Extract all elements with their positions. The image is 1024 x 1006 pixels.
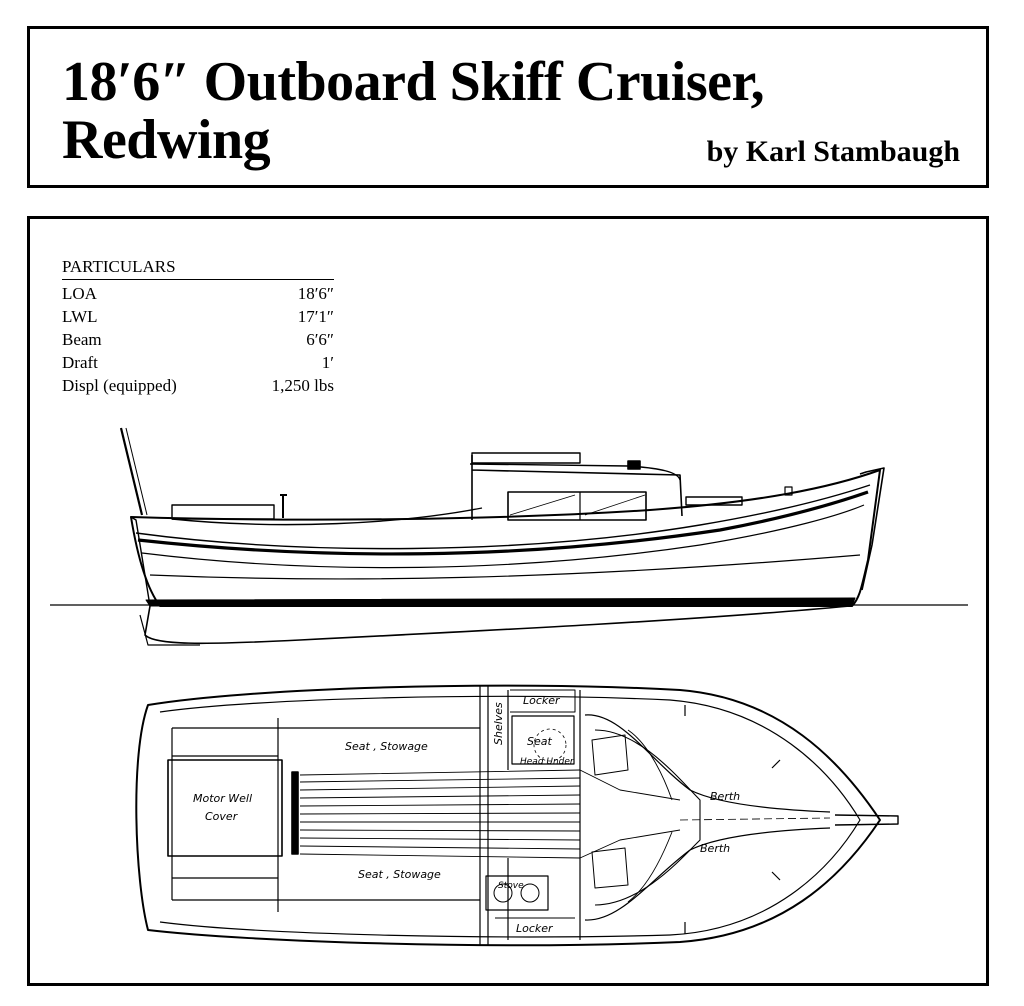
cockpit-sole <box>299 769 681 859</box>
page-title: 18′6″ Outboard Skiff Cruiser, Redwing <box>62 51 765 171</box>
particulars-value: 1′ <box>321 353 334 372</box>
profile-view <box>50 427 968 646</box>
particulars-label: Draft <box>62 353 98 372</box>
particulars-label: Displ (equipped) <box>62 376 177 395</box>
rub-rail <box>137 490 869 556</box>
plan-view <box>135 684 899 947</box>
label-seat-head: Seat <box>527 735 552 748</box>
title-box: 18′6″ Outboard Skiff Cruiser, Redwing by… <box>27 26 989 188</box>
motor-tiller <box>119 427 144 516</box>
label-seat-bottom: Seat , Stowage <box>358 868 441 881</box>
cabin-window <box>507 491 647 521</box>
particulars-value: 18′6″ <box>297 284 334 303</box>
stove <box>485 875 549 911</box>
label-stove: Stove <box>498 881 524 891</box>
label-shelves: Shelves <box>492 702 505 745</box>
motor-well-cover <box>167 759 283 857</box>
particulars-row: Draft 1′ <box>62 351 334 374</box>
label-motor-well-2: Cover <box>205 810 239 823</box>
label-berth-bottom: Berth <box>700 842 730 855</box>
particulars-row: Beam 6′6″ <box>62 328 334 351</box>
label-locker-bottom: Locker <box>516 922 554 935</box>
particulars-heading: PARTICULARS <box>62 257 334 280</box>
label-berth-top: Berth <box>710 790 740 803</box>
drawing-box: PARTICULARS LOA 18′6″ LWL 17′1″ Beam 6′6… <box>27 216 989 986</box>
particulars-value: 6′6″ <box>306 330 334 349</box>
plan-hull-outline <box>135 684 881 947</box>
hull-bottom <box>144 605 851 645</box>
label-locker-top: Locker <box>523 694 561 707</box>
particulars-value: 1,250 lbs <box>271 376 334 395</box>
title-line-2: Redwing <box>62 109 271 171</box>
boot-top <box>145 597 856 607</box>
label-head-under: Head Under <box>520 757 575 767</box>
particulars-row: Displ (equipped) 1,250 lbs <box>62 374 334 397</box>
particulars-label: Beam <box>62 330 102 349</box>
particulars-row: LWL 17′1″ <box>62 305 334 328</box>
particulars-value: 17′1″ <box>297 307 334 326</box>
cabin <box>471 455 683 520</box>
title-line-1: 18′6″ Outboard Skiff Cruiser, <box>62 51 765 113</box>
particulars-row: LOA 18′6″ <box>62 282 334 305</box>
hull-outline <box>130 469 881 607</box>
particulars-label: LWL <box>62 307 98 326</box>
author-byline: by Karl Stambaugh <box>706 135 960 168</box>
particulars-label: LOA <box>62 284 97 303</box>
label-seat-top: Seat , Stowage <box>345 740 428 753</box>
particulars-table: PARTICULARS LOA 18′6″ LWL 17′1″ Beam 6′6… <box>62 257 334 397</box>
label-motor-well-1: Motor Well <box>193 792 252 805</box>
